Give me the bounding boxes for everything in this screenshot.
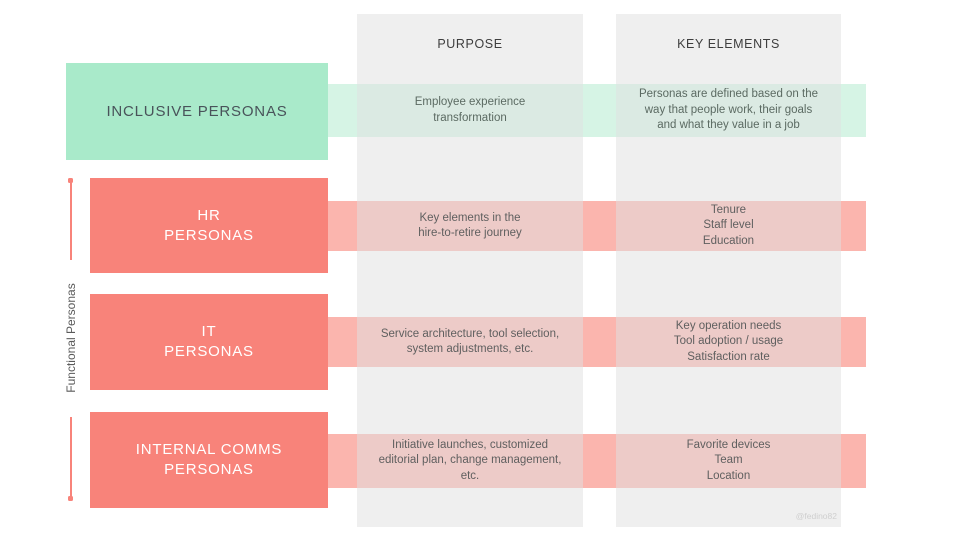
inclusive-personas-box: INCLUSIVE PERSONAS — [66, 63, 328, 160]
functional-personas-label: Functional Personas — [64, 283, 78, 393]
purpose-line: Service architecture, tool selection, — [380, 327, 560, 340]
purpose-cell-inclusive: Employee experience transformation — [357, 84, 583, 137]
key-element-line: Staff level — [703, 219, 754, 232]
it-personas-label-line: PERSONAS — [164, 343, 254, 360]
internal-comms-personas-box: INTERNAL COMMS PERSONAS — [90, 412, 328, 508]
key-elements-cell-hr: Tenure Staff level Education — [616, 201, 841, 251]
key-element-line: Team — [714, 454, 743, 467]
inclusive-personas-label: INCLUSIVE PERSONAS — [106, 102, 288, 120]
purpose-line: system adjustments, etc. — [406, 343, 534, 355]
it-personas-label-line: IT — [201, 323, 217, 340]
purpose-header: PURPOSE — [437, 36, 503, 51]
key-element-line: Location — [706, 469, 751, 482]
internal-comms-label-line: PERSONAS — [164, 461, 254, 478]
purpose-line: Key elements in the — [419, 211, 521, 224]
arrow-endpoint-icon — [68, 178, 73, 183]
key-element-line: Satisfaction rate — [687, 350, 770, 363]
key-element-line: Favorite devices — [686, 438, 771, 451]
key-elements-cell-internal-comms: Favorite devices Team Location — [616, 434, 841, 488]
internal-comms-label-line: INTERNAL COMMS — [135, 441, 283, 458]
purpose-column — [357, 14, 583, 527]
purpose-cell-internal-comms: Initiative launches, customized editoria… — [357, 434, 583, 488]
key-element-line: Tenure — [710, 203, 747, 216]
purpose-cell-hr: Key elements in the hire-to-retire journ… — [357, 201, 583, 251]
it-personas-box: IT PERSONAS — [90, 294, 328, 390]
key-elements-cell-inclusive: Personas are defined based on the way th… — [616, 84, 841, 137]
functional-personas-arrow — [70, 417, 72, 497]
purpose-line: etc. — [460, 469, 480, 482]
watermark: @fedino82 — [795, 511, 837, 521]
key-element-line: Key operation needs — [675, 319, 782, 332]
purpose-cell-it: Service architecture, tool selection, sy… — [357, 317, 583, 367]
purpose-line: editorial plan, change management, — [378, 454, 562, 467]
key-element-line: way that people work, their goals — [644, 103, 813, 116]
purpose-line: hire-to-retire journey — [418, 227, 522, 239]
key-elements-header: KEY ELEMENTS — [677, 36, 780, 51]
hr-personas-label-line: HR — [197, 206, 221, 224]
key-element-line: Tool adoption / usage — [673, 335, 784, 348]
key-element-line: Education — [702, 234, 755, 247]
key-element-line: and what they value in a job — [657, 119, 800, 132]
key-elements-cell-it: Key operation needs Tool adoption / usag… — [616, 317, 841, 367]
arrow-endpoint-icon — [68, 496, 73, 501]
purpose-line: Initiative launches, customized — [392, 438, 548, 451]
key-element-line: Personas are defined based on the — [638, 88, 819, 101]
purpose-line: Employee experience — [414, 96, 526, 108]
key-elements-column — [616, 14, 841, 527]
hr-personas-box: HR PERSONAS — [90, 178, 328, 273]
functional-personas-arrow — [70, 183, 72, 260]
hr-personas-label-line: PERSONAS — [164, 226, 254, 244]
purpose-line: transformation — [433, 111, 507, 124]
